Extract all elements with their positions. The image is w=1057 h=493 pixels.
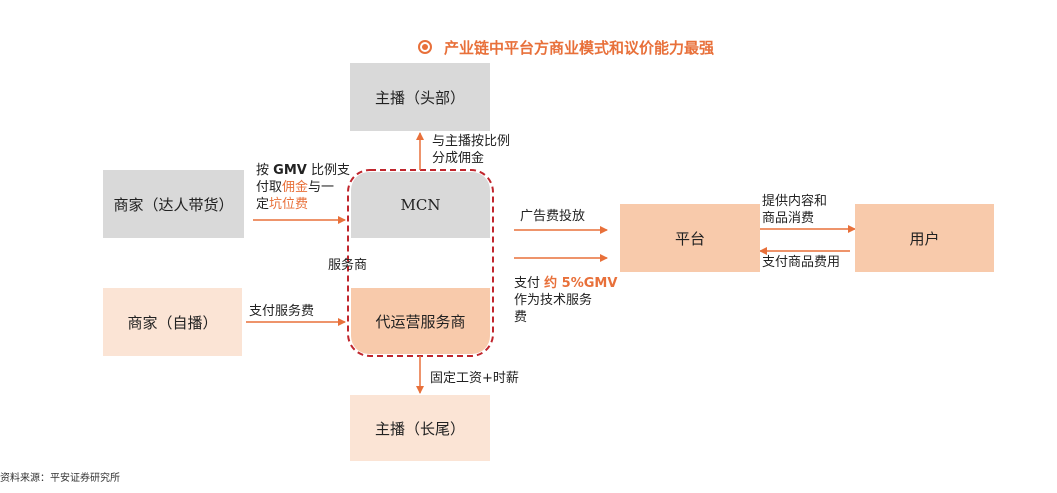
platform-box: 平台 [620, 204, 760, 272]
provide-content-label: 提供内容和 商品消费 [762, 193, 827, 227]
ad-spend-label: 广告费投放 [520, 209, 586, 224]
pay-gmv-b: GMV [273, 163, 307, 178]
share-commission-label: 与主播按比例 分成佣金 [432, 133, 510, 167]
pay-tech-b: 约 5%GMV [544, 276, 618, 291]
share-commission-line2: 分成佣金 [432, 151, 485, 166]
provide-content-line1: 提供内容和 [762, 194, 828, 209]
provide-content-line2: 商品消费 [762, 211, 815, 226]
pay-goods-fee-label: 支付商品费用 [762, 255, 841, 270]
service-provider-label: 服务商 [328, 258, 368, 273]
pay-tech-fee-label: 支付 约 5%GMV 作为技术服务 费 [514, 275, 617, 326]
user-label: 用户 [909, 229, 940, 248]
mcn-label: MCN [400, 196, 441, 214]
source-note: 资料来源：平安证券研究所 [0, 473, 120, 484]
pay-service-fee-label: 支付服务费 [249, 304, 315, 319]
pay-tech-c: 作为技术服务 [514, 293, 593, 308]
diagram-title-text: 产业链中平台方商业模式和议价能力最强 [444, 38, 715, 57]
pay-tech-d: 费 [514, 310, 528, 325]
pay-gmv-h: 坑位费 [269, 197, 309, 212]
pay-gmv-f: 与一 [308, 180, 335, 195]
operator-box: 代运营服务商 [351, 288, 490, 354]
pay-gmv-e: 佣金 [282, 180, 309, 195]
merchant-influencer-label: 商家（达人带货） [113, 195, 234, 214]
salary-label: 固定工资+时薪 [430, 371, 519, 386]
merchant-influencer-box: 商家（达人带货） [103, 170, 244, 238]
pay-gmv-g: 定 [256, 197, 270, 212]
platform-label: 平台 [674, 229, 705, 248]
anchor-longtail-box: 主播（长尾） [350, 395, 490, 461]
operator-label: 代运营服务商 [375, 312, 466, 331]
pay-gmv-commission-label: 按 GMV 比例支 付取佣金与一 定坑位费 [256, 162, 350, 213]
merchant-self-label: 商家（自播） [127, 313, 218, 332]
mcn-box: MCN [351, 172, 490, 238]
user-box: 用户 [855, 204, 994, 272]
anchor-longtail-label: 主播（长尾） [374, 419, 465, 438]
share-commission-line1: 与主播按比例 [432, 134, 511, 149]
merchant-self-box: 商家（自播） [103, 288, 242, 356]
pay-gmv-c: 比例支 [310, 163, 350, 178]
target-bullet-icon [418, 40, 432, 54]
pay-tech-a: 支付 [514, 276, 541, 291]
diagram-title: 产业链中平台方商业模式和议价能力最强 [418, 36, 714, 58]
pay-gmv-a: 按 [256, 163, 270, 178]
pay-gmv-d: 付取 [256, 180, 283, 195]
anchor-head-label: 主播（头部） [374, 88, 465, 107]
anchor-head-box: 主播（头部） [350, 63, 490, 131]
